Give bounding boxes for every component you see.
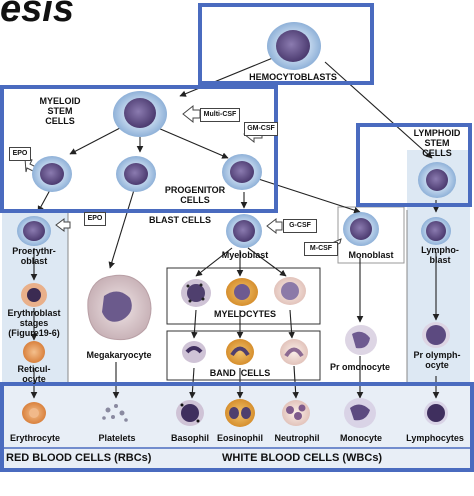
- lymphoid-frame: [356, 123, 472, 207]
- neutrophil-cell: [282, 400, 310, 426]
- monocyte-label: Monocyte: [339, 433, 382, 443]
- blast-cells-label: BLAST CELLS: [149, 215, 211, 225]
- gm-csf-tag: GM-CSF: [244, 122, 278, 136]
- basophil-label: Basophil: [170, 433, 209, 443]
- highlight-frames: [0, 3, 474, 472]
- myeloblast-label: Myeloblast: [221, 250, 269, 260]
- erythrocyte-label: Erythrocyte: [9, 433, 61, 443]
- page-title-fragment: esis: [0, 0, 74, 30]
- eosinophil-label: Eosinophil: [217, 433, 263, 443]
- lineage-arrows: [30, 54, 440, 399]
- epo-tag-progenitor: EPO: [9, 147, 31, 161]
- hemocytoblast-cell: [267, 22, 321, 70]
- erythroblast-cell: [21, 283, 47, 307]
- myeloid-stem-cells-label: MYELOID STEM CELLS: [39, 96, 81, 126]
- reticulocyte-cell: [23, 341, 45, 363]
- prolymphocyte-label: Pr olymph- ocyte: [413, 350, 461, 370]
- white-blood-cells-caption: WHITE BLOOD CELLS (WBCs): [222, 452, 383, 464]
- lymphoblast-label: Lympho- blast: [421, 245, 459, 265]
- eosinophilic-band-cell: [226, 339, 254, 365]
- reticulocyte-label: Reticul- ocyte: [17, 364, 51, 384]
- megakaryocyte-label: Megakaryocyte: [86, 350, 152, 360]
- band-cells-label: BAND CELLS: [209, 368, 271, 378]
- neutrophil-label: Neutrophil: [274, 433, 320, 443]
- myelocytes-box: [166, 267, 321, 325]
- neutrophilic-band-cell: [280, 339, 308, 365]
- promonocyte-cell: [345, 325, 377, 355]
- lymphocytes-label: Lymphocytes: [406, 433, 464, 443]
- band-cells-box: [166, 330, 321, 381]
- red-blood-cells-caption: RED BLOOD CELLS (RBCs): [6, 452, 152, 464]
- proerythroblast-label: Proerythr- oblast: [12, 246, 56, 266]
- myeloblast-cell: [226, 214, 262, 248]
- erythrocyte-cell: [22, 402, 46, 424]
- platelets-cluster: [102, 404, 128, 422]
- basophil-cell: [176, 400, 204, 426]
- megakaryocyte-cell: [87, 274, 152, 341]
- monocyte-cell: [344, 398, 376, 428]
- lymphocyte-cell: [424, 401, 448, 425]
- monoblast-cell: [343, 212, 379, 246]
- g-csf-tag: G-CSF: [283, 219, 317, 233]
- basophilic-band-cell: [182, 341, 206, 363]
- myeloid-stem-cell: [113, 91, 167, 137]
- mature-cells-frame: [0, 382, 474, 472]
- prolymphocyte-cell: [422, 322, 450, 348]
- eosinophil-cell: [225, 399, 255, 427]
- progenitor-cell-erythroid: [32, 156, 72, 192]
- m-csf-tag: M-CSF: [304, 242, 338, 256]
- neutrophilic-myelocyte: [274, 277, 306, 305]
- epo-tag-proerythroblast: EPO: [84, 212, 106, 226]
- promonocyte-label: Pr omonocyte: [329, 362, 390, 372]
- lymphoid-stem-cell: [418, 162, 456, 198]
- erythroblast-stages-label: Erythroblast stages (Figure19-6): [7, 308, 61, 338]
- proerythroblast-cell: [17, 216, 51, 246]
- progenitor-cell-megakaryocytic: [116, 156, 156, 192]
- platelets-label: Platelets: [98, 433, 136, 443]
- multi-csf-tag: Multi-CSF: [200, 108, 240, 122]
- progenitor-cells-label: PROGENITOR CELLS: [164, 185, 226, 205]
- basophilic-myelocyte: [181, 279, 211, 307]
- lymphoblast-cell: [421, 217, 451, 245]
- hemocytoblast-frame: [198, 3, 374, 85]
- eosinophilic-myelocyte: [226, 278, 258, 306]
- monoblast-label: Monoblast: [348, 250, 394, 260]
- lymphoid-stem-cells-label: LYMPHOID STEM CELLS: [413, 128, 461, 158]
- progenitor-cell-granulocytic: [222, 154, 262, 190]
- myelocytes-label: MYELOCYTES: [213, 309, 276, 319]
- myeloid-frame: [0, 85, 278, 213]
- hemocytoblasts-label: HEMOCYTOBLASTS: [249, 72, 337, 82]
